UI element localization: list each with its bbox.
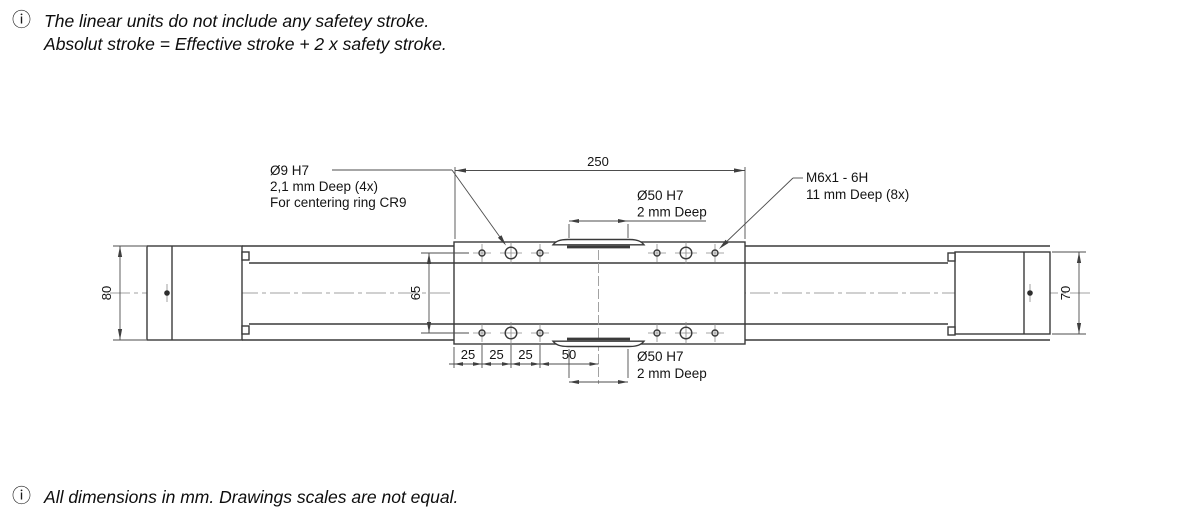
recess-bottom: [551, 337, 646, 348]
dimension-65: 65: [408, 252, 469, 334]
centering-label-line3: For centering ring CR9: [270, 195, 407, 210]
callout-centering-hole: Ø9 H7 2,1 mm Deep (4x) For centering rin…: [270, 163, 506, 246]
recess-bottom-label-line1: Ø50 H7: [637, 349, 684, 364]
dimension-chain: 25 25 25 50: [449, 345, 599, 368]
recess-top-label-line2: 2 mm Deep: [637, 205, 707, 220]
dim-65-label: 65: [408, 286, 423, 300]
dimension-80: 80: [99, 245, 146, 341]
carriage: [453, 238, 746, 384]
right-end-block: [947, 251, 1051, 336]
thread-label-line1: M6x1 - 6H: [806, 170, 868, 185]
dim-25-label-3: 25: [518, 347, 532, 362]
info-icon: ⓘ: [12, 10, 32, 31]
dimension-recess-top: Ø50 H7 2 mm Deep: [568, 188, 707, 238]
recess-bottom-label-line2: 2 mm Deep: [637, 366, 707, 381]
dimension-recess-bottom: Ø50 H7 2 mm Deep: [568, 349, 707, 384]
left-end-block: [146, 245, 250, 341]
note-safety-line2: Absolut stroke = Effective stroke + 2 x …: [44, 34, 447, 54]
note-dimensions: ⓘ All dimensions in mm. Drawings scales …: [12, 486, 458, 509]
rail-body: [242, 245, 1050, 341]
dim-70-label: 70: [1058, 286, 1073, 300]
recess-top-label-line1: Ø50 H7: [637, 188, 684, 203]
dim-25-label-2: 25: [489, 347, 503, 362]
hole-center-marks: [473, 242, 724, 344]
carriage-holes-top: [478, 246, 719, 260]
dim-80-label: 80: [99, 286, 114, 300]
info-icon: ⓘ: [12, 486, 32, 507]
centering-label-line2: 2,1 mm Deep (4x): [270, 179, 378, 194]
recess-top: [551, 238, 646, 249]
thread-label-line2: 11 mm Deep (8x): [806, 187, 909, 202]
carriage-holes-bottom: [478, 326, 719, 340]
centering-label-line1: Ø9 H7: [270, 163, 309, 178]
left-block-hole: [164, 290, 170, 296]
dim-50-label: 50: [562, 347, 576, 362]
dimension-70: 70: [1052, 251, 1086, 335]
dim-250-label: 250: [587, 154, 609, 169]
note-safety-stroke: ⓘ The linear units do not include any sa…: [12, 10, 447, 56]
callout-thread: M6x1 - 6H 11 mm Deep (8x): [719, 170, 909, 249]
note-safety-line1: The linear units do not include any safe…: [44, 11, 430, 31]
note-dimensions-line: All dimensions in mm. Drawings scales ar…: [44, 487, 459, 507]
dim-25-label-1: 25: [461, 347, 475, 362]
dimension-250: 250: [454, 154, 746, 239]
right-block-hole: [1027, 290, 1033, 296]
